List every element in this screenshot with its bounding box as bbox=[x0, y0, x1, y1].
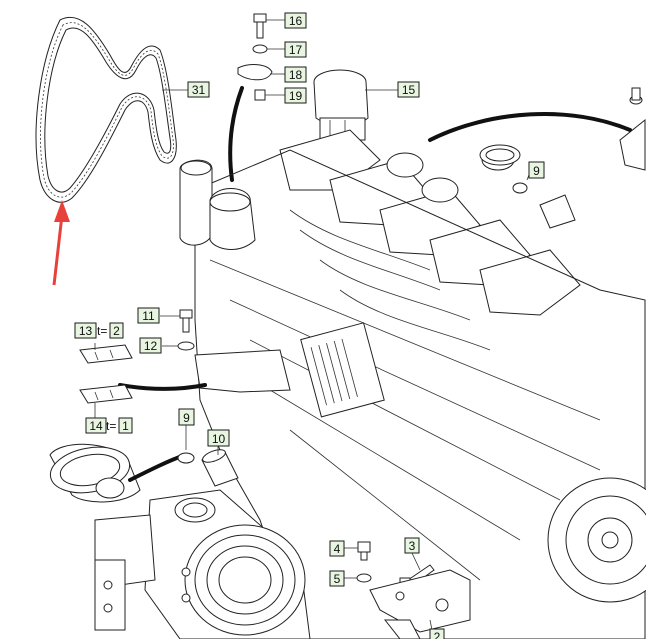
hose-10 bbox=[201, 446, 239, 487]
svg-text:9: 9 bbox=[183, 411, 190, 425]
shim-13 bbox=[79, 343, 133, 364]
svg-text:10: 10 bbox=[212, 432, 226, 446]
callout-16: 16 bbox=[284, 12, 307, 29]
svg-text:17: 17 bbox=[289, 43, 303, 57]
engine-block bbox=[179, 87, 646, 639]
shim-14 bbox=[79, 384, 133, 420]
air-filter-housing bbox=[94, 489, 311, 639]
serpentine-belt bbox=[35, 17, 177, 203]
callout-12: 12 bbox=[139, 337, 162, 354]
svg-text:3: 3 bbox=[409, 539, 416, 553]
connection-swoosh bbox=[118, 383, 207, 391]
callout-5: 5 bbox=[329, 570, 345, 587]
callout-15: 15 bbox=[397, 81, 420, 98]
callout-14-t1: 14 t= 1 bbox=[85, 417, 133, 434]
svg-text:2: 2 bbox=[113, 324, 120, 338]
svg-text:15: 15 bbox=[402, 83, 416, 97]
bracket-18 bbox=[237, 64, 273, 81]
hose-clamp-9-lower bbox=[177, 425, 195, 464]
callout-11: 11 bbox=[137, 307, 160, 324]
hose-clamp-9 bbox=[479, 144, 531, 194]
bolt-4 bbox=[344, 541, 371, 561]
svg-text:31: 31 bbox=[192, 83, 206, 97]
svg-text:12: 12 bbox=[144, 339, 158, 353]
callout-9-top: 9 bbox=[528, 161, 545, 179]
svg-text:19: 19 bbox=[289, 89, 303, 103]
callout-17: 17 bbox=[284, 41, 307, 58]
callout-3: 3 bbox=[404, 537, 420, 554]
washer-17 bbox=[252, 44, 268, 54]
callout-19: 19 bbox=[284, 87, 307, 104]
svg-text:5: 5 bbox=[334, 572, 341, 586]
engine-mount-bracket bbox=[194, 349, 291, 393]
callout-10: 10 bbox=[207, 429, 230, 447]
svg-text:11: 11 bbox=[142, 309, 155, 323]
callout-4: 4 bbox=[329, 540, 345, 557]
svg-text:t=: t= bbox=[97, 324, 107, 338]
svg-text:t=: t= bbox=[106, 419, 116, 433]
svg-text:18: 18 bbox=[289, 68, 303, 82]
callout-18: 18 bbox=[284, 66, 307, 83]
connection-arc bbox=[428, 112, 632, 142]
callout-13-t2: 13 t= 2 bbox=[74, 322, 124, 339]
bolt-11 bbox=[160, 309, 193, 333]
hose bbox=[539, 194, 576, 229]
callout-9-lower: 9 bbox=[178, 408, 195, 426]
svg-text:9: 9 bbox=[533, 164, 540, 178]
svg-text:4: 4 bbox=[334, 542, 341, 556]
washer-5 bbox=[344, 573, 372, 583]
callout-2-bottom: 2 bbox=[429, 628, 445, 639]
svg-text:13: 13 bbox=[79, 324, 93, 338]
intake-hose bbox=[49, 443, 141, 503]
connection-hose bbox=[128, 453, 187, 482]
filler-cap-15 bbox=[313, 69, 398, 141]
svg-text:16: 16 bbox=[289, 14, 303, 28]
bracket-2 bbox=[369, 569, 471, 639]
washer-12 bbox=[162, 341, 195, 351]
nut-19 bbox=[254, 89, 266, 101]
bolt-16 bbox=[253, 13, 267, 39]
red-arrow bbox=[52, 200, 70, 286]
svg-text:14: 14 bbox=[89, 419, 103, 433]
svg-text:2: 2 bbox=[434, 630, 441, 639]
callout-31: 31 bbox=[162, 81, 210, 98]
svg-text:1: 1 bbox=[122, 419, 129, 433]
